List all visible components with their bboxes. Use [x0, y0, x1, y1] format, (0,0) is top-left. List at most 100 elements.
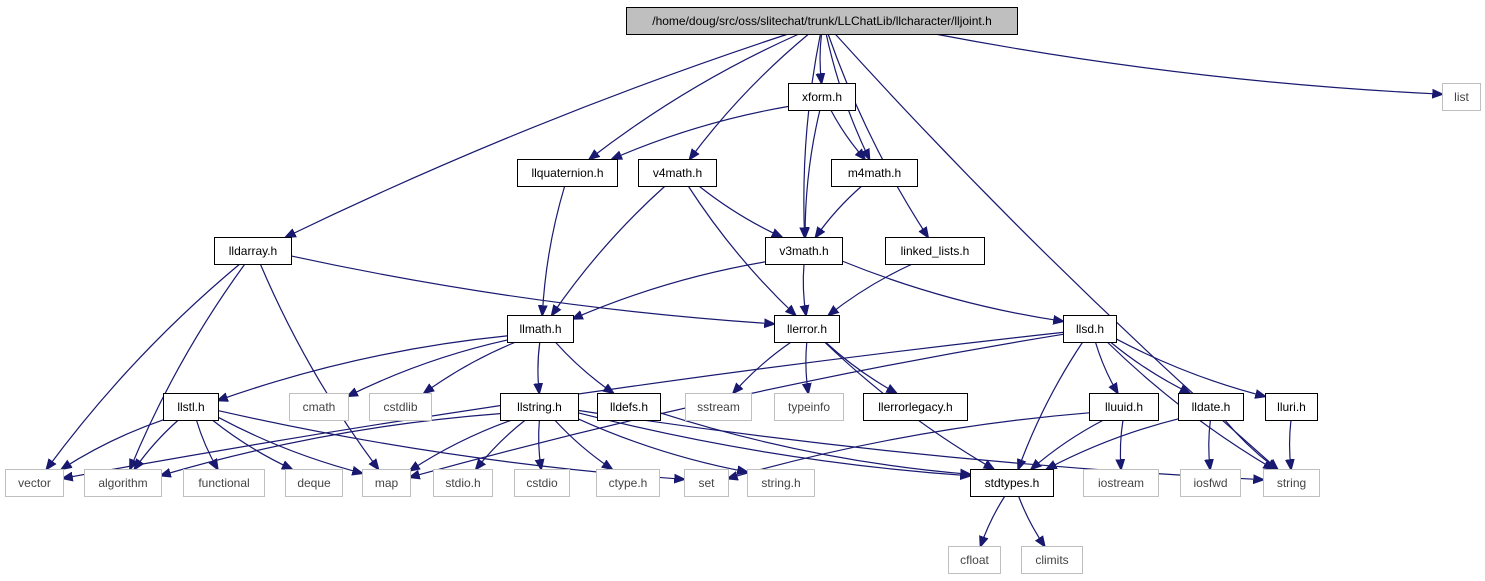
node-lluri[interactable]: lluri.h: [1265, 393, 1318, 421]
node-vector[interactable]: vector: [5, 469, 64, 497]
node-lljoint[interactable]: /home/doug/src/oss/slitechat/trunk/LLCha…: [626, 7, 1018, 35]
edge-llstring-to-stdtypes: [577, 412, 970, 476]
node-iostream[interactable]: iostream: [1083, 469, 1159, 497]
edge-xform-to-v3math: [805, 109, 821, 237]
node-lldarray[interactable]: lldarray.h: [214, 237, 292, 265]
node-cstdio[interactable]: cstdio: [514, 469, 570, 497]
edge-lljoint-to-list: [934, 33, 1442, 94]
node-iosfwd[interactable]: iosfwd: [1180, 469, 1241, 497]
edge-lldarray-to-algorithm: [130, 263, 246, 469]
edge-v3math-to-llmath: [573, 261, 766, 319]
node-llstl[interactable]: llstl.h: [163, 393, 219, 421]
node-ctype[interactable]: ctype.h: [596, 469, 660, 497]
node-box-climits: [1021, 546, 1083, 574]
node-xform[interactable]: xform.h: [788, 83, 856, 111]
node-llstring[interactable]: llstring.h: [500, 393, 579, 421]
node-set[interactable]: set: [684, 469, 729, 497]
node-label-cstdio: cstdio: [526, 476, 558, 490]
node-label-iostream: iostream: [1098, 476, 1144, 490]
node-label-cstdlib: cstdlib: [383, 400, 417, 414]
node-box-cstdlib: [369, 393, 432, 421]
node-box-list: [1442, 83, 1481, 111]
node-label-llmath: llmath.h: [519, 322, 561, 336]
edge-llquaternion-to-llmath: [542, 185, 566, 315]
edge-llerror-to-typeinfo: [806, 341, 808, 393]
edge-llstl-to-deque: [211, 419, 291, 469]
node-label-llstring: llstring.h: [517, 400, 562, 414]
node-label-lldate: lldate.h: [1192, 400, 1231, 414]
edge-lldefs-to-stdtypes: [659, 412, 970, 475]
node-string[interactable]: string: [1263, 469, 1320, 497]
node-box-vector: [5, 469, 64, 497]
node-box-lldefs: [597, 393, 661, 421]
edge-llstring-to-algorithm: [161, 413, 501, 476]
node-label-cfloat: cfloat: [960, 553, 989, 567]
edge-lluuid-to-stdtypes: [1031, 419, 1104, 469]
node-llsd[interactable]: llsd.h: [1063, 315, 1117, 343]
edge-v4math-to-llmath: [552, 185, 666, 315]
node-llquaternion[interactable]: llquaternion.h: [517, 159, 618, 187]
edge-llstring-to-stdio: [476, 419, 526, 469]
node-stdtypes[interactable]: stdtypes.h: [970, 469, 1054, 497]
node-box-lluuid: [1089, 393, 1159, 421]
node-label-llquaternion: llquaternion.h: [531, 166, 603, 180]
node-cstdlib[interactable]: cstdlib: [369, 393, 432, 421]
edge-lluuid-to-set: [728, 412, 1090, 479]
edge-xform-to-llquaternion: [612, 105, 789, 160]
node-box-set: [684, 469, 729, 497]
node-cmath[interactable]: cmath: [289, 393, 349, 421]
node-box-llerror: [774, 315, 840, 343]
node-cfloat[interactable]: cfloat: [948, 546, 1001, 574]
node-box-m4math: [831, 159, 918, 187]
node-typeinfo[interactable]: typeinfo: [774, 393, 844, 421]
node-algorithm[interactable]: algorithm: [84, 469, 162, 497]
node-climits[interactable]: climits: [1021, 546, 1083, 574]
node-stdio[interactable]: stdio.h: [433, 469, 493, 497]
node-list[interactable]: list: [1442, 83, 1481, 111]
node-box-map: [362, 469, 411, 497]
node-box-v3math: [765, 237, 843, 265]
node-label-deque: deque: [297, 476, 331, 490]
edge-llsd-to-lluri: [1115, 338, 1265, 397]
node-sstream[interactable]: sstream: [685, 393, 752, 421]
node-deque[interactable]: deque: [285, 469, 343, 497]
edge-lljoint-to-v4math: [690, 33, 810, 159]
edge-llstring-to-map: [410, 419, 513, 471]
edge-llmath-to-llstl: [218, 335, 508, 401]
node-linked_lists[interactable]: linked_lists.h: [885, 237, 985, 265]
node-box-deque: [285, 469, 343, 497]
node-lldefs[interactable]: lldefs.h: [597, 393, 661, 421]
edge-linked_lists-to-llerror: [829, 263, 913, 315]
node-label-v3math: v3math.h: [779, 244, 828, 258]
node-box-llmath: [507, 315, 574, 343]
node-box-algorithm: [84, 469, 162, 497]
edge-lldate-to-string: [1224, 419, 1277, 469]
node-label-list: list: [1454, 90, 1469, 104]
node-box-v4math: [638, 159, 717, 187]
node-box-lldarray: [214, 237, 292, 265]
node-box-iostream: [1083, 469, 1159, 497]
node-label-set: set: [698, 476, 715, 490]
node-v3math[interactable]: v3math.h: [765, 237, 843, 265]
node-label-lljoint: /home/doug/src/oss/slitechat/trunk/LLCha…: [652, 14, 992, 28]
node-llerrorlegacy[interactable]: llerrorlegacy.h: [863, 393, 968, 421]
node-map[interactable]: map: [362, 469, 411, 497]
node-lluuid[interactable]: lluuid.h: [1089, 393, 1159, 421]
edge-llstl-to-map: [217, 416, 362, 473]
node-label-sstream: sstream: [697, 400, 740, 414]
node-label-iosfwd: iosfwd: [1193, 476, 1227, 490]
node-m4math[interactable]: m4math.h: [831, 159, 918, 187]
node-lldate[interactable]: lldate.h: [1178, 393, 1244, 421]
node-llmath[interactable]: llmath.h: [507, 315, 574, 343]
node-llerror[interactable]: llerror.h: [774, 315, 840, 343]
edge-llmath-to-cstdlib: [424, 341, 517, 393]
node-stringh[interactable]: string.h: [747, 469, 815, 497]
node-box-stdtypes: [970, 469, 1054, 497]
node-label-cmath: cmath: [303, 400, 336, 414]
edge-v4math-to-v3math: [698, 185, 782, 237]
node-v4math[interactable]: v4math.h: [638, 159, 717, 187]
edge-llstl-to-vector: [62, 419, 164, 469]
node-functional[interactable]: functional: [183, 469, 265, 497]
edge-lljoint-to-linked_lists: [827, 33, 928, 237]
